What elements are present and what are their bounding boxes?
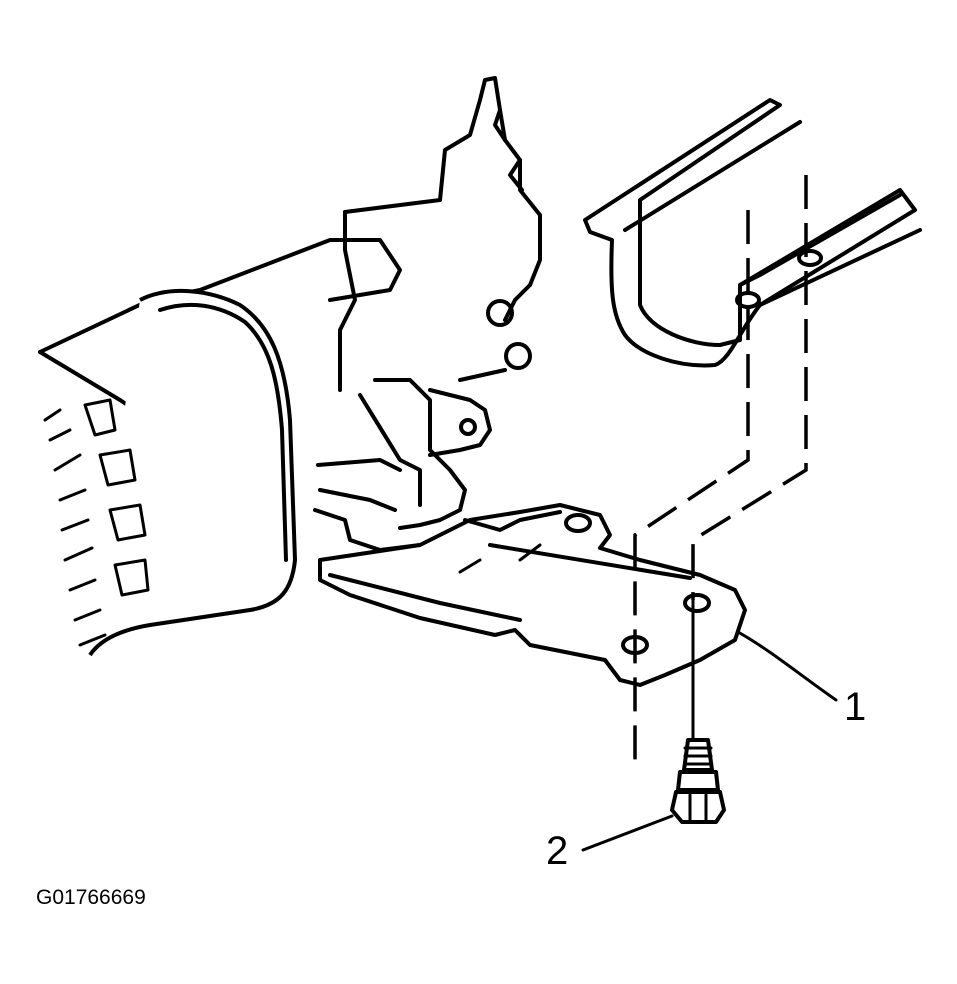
callout-1-label: 1 [844,685,866,729]
figure-id-label: G01766669 [36,886,146,909]
callout-2-label: 2 [546,829,568,873]
mount-cushion [313,378,467,552]
frame-crossmember [583,98,922,368]
callout-leaders [581,630,838,852]
transmission-housing [38,238,402,657]
transmission-case-upper [338,76,542,457]
alignment-guides [633,175,808,760]
bolt [670,738,726,824]
mount-bracket [318,503,747,687]
